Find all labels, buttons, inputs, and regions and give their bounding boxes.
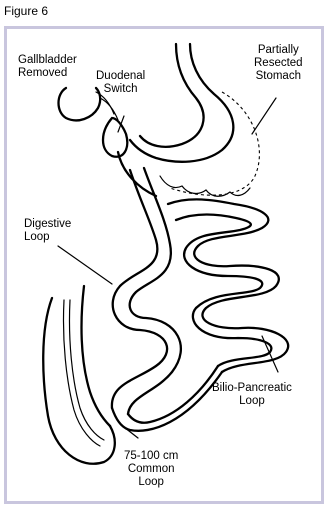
label-stomach: Partially Resected Stomach — [254, 44, 303, 83]
leader-digestive — [58, 246, 112, 284]
label-gallbladder: Gallbladder Removed — [18, 54, 77, 80]
label-bilio-pancreatic: Bilio-Pancreatic Loop — [212, 382, 292, 408]
duodenal-switch — [103, 118, 127, 157]
label-duodenal-switch: Duodenal Switch — [96, 70, 145, 96]
leader-stomach — [252, 98, 276, 134]
pancreas — [160, 176, 250, 196]
colon-outline — [43, 298, 115, 464]
label-common-loop: 75-100 cm Common Loop — [124, 450, 178, 489]
label-digestive-loop: Digestive Loop — [24, 218, 71, 244]
gallbladder-outline — [59, 88, 101, 120]
